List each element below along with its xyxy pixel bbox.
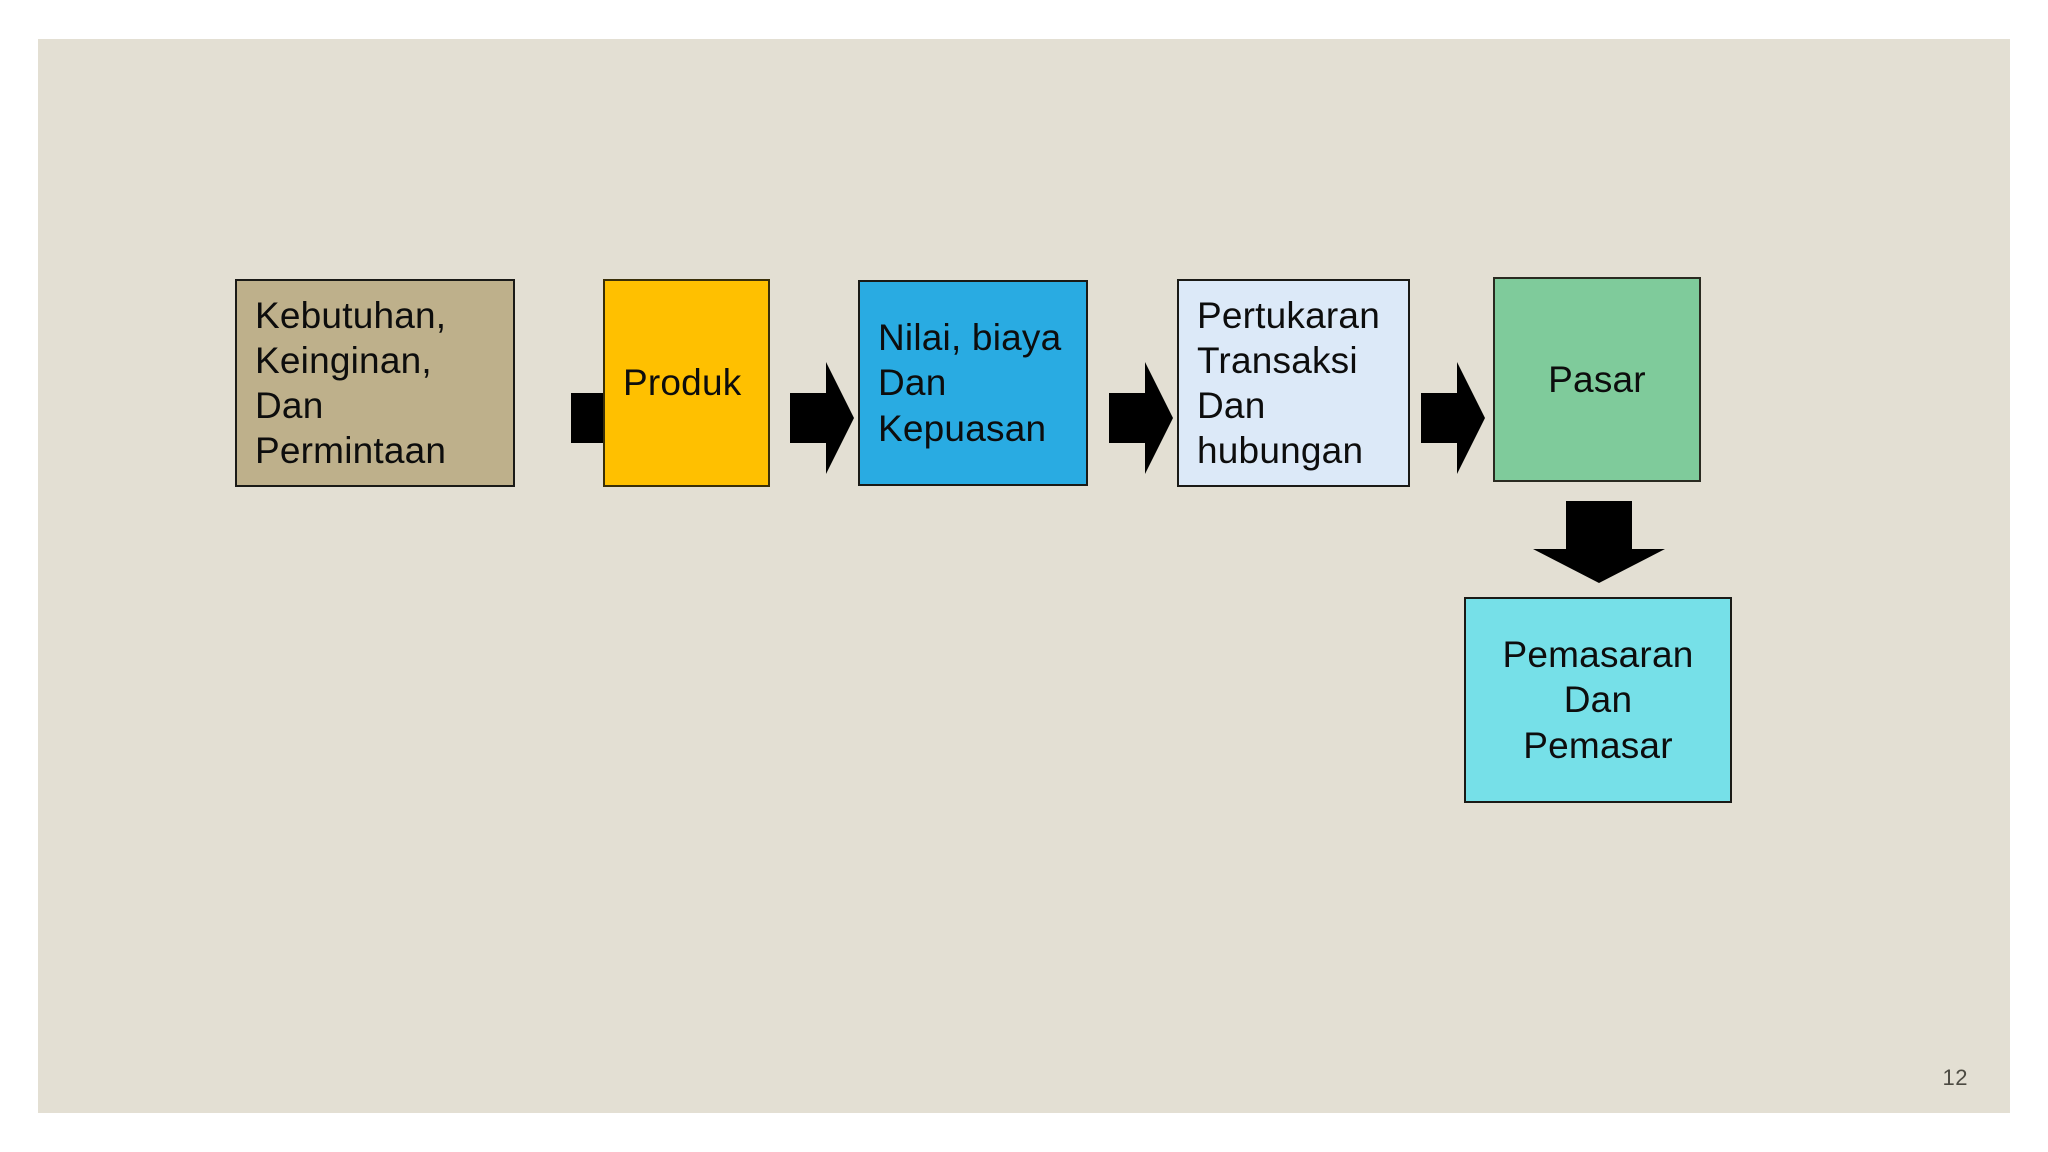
flow-node-line: Nilai, biaya	[878, 317, 1062, 359]
flow-node-line: Pertukaran	[1197, 294, 1380, 336]
flow-node-line: Pemasar	[1523, 724, 1673, 766]
flow-node-pasar[interactable]: Pasar	[1493, 277, 1701, 482]
arrow-value-to-exchange-icon	[1109, 362, 1173, 474]
flow-node-line: hubungan	[1197, 430, 1364, 472]
flow-node-pertukaran-transaksi-hubungan[interactable]: Pertukaran Transaksi Dan hubungan	[1177, 279, 1410, 487]
flow-node-line: Dan	[1197, 385, 1266, 426]
flow-node-line: Dan	[1563, 679, 1633, 721]
flow-node-line: Transaksi	[1197, 339, 1358, 381]
arrow-head	[1457, 362, 1485, 474]
flow-node-kebutuhan-keinginan-permintaan[interactable]: Kebutuhan, Keinginan, Dan Permintaan	[235, 279, 515, 487]
flow-node-line: Kepuasan	[878, 407, 1047, 449]
flow-node-line: Pemasaran	[1502, 634, 1694, 676]
flow-node-nilai-biaya-kepuasan[interactable]: Nilai, biaya Dan Kepuasan	[858, 280, 1088, 486]
arrow-head	[1145, 362, 1173, 474]
arrow-shaft	[1566, 501, 1632, 549]
arrow-shaft	[1421, 393, 1457, 443]
arrow-shaft	[790, 393, 826, 443]
flow-node-pemasaran-dan-pemasar[interactable]: Pemasaran Dan Pemasar	[1464, 597, 1732, 803]
arrow-head	[826, 362, 854, 474]
flow-node-produk[interactable]: Produk	[603, 279, 770, 487]
arrow-product-to-value-icon	[790, 362, 854, 474]
arrow-head	[1533, 549, 1665, 583]
arrow-shaft	[1109, 393, 1145, 443]
page-number: 12	[1942, 1065, 1968, 1090]
arrow-shaft	[571, 393, 607, 443]
arrow-market-to-marketing-icon	[1533, 501, 1665, 583]
flow-node-line: Produk	[623, 362, 742, 404]
flow-node-line: Pasar	[1548, 358, 1646, 400]
flow-node-line: Keinginan,	[255, 339, 432, 381]
slide-canvas: Kebutuhan, Keinginan, Dan Permintaan Pro…	[38, 39, 2010, 1113]
arrow-exchange-to-market-icon	[1421, 362, 1485, 474]
flow-node-line: Dan	[878, 362, 947, 404]
flow-node-line: Permintaan	[255, 430, 447, 472]
flow-node-line: Dan	[255, 385, 324, 426]
flow-node-line: Kebutuhan,	[255, 294, 447, 336]
